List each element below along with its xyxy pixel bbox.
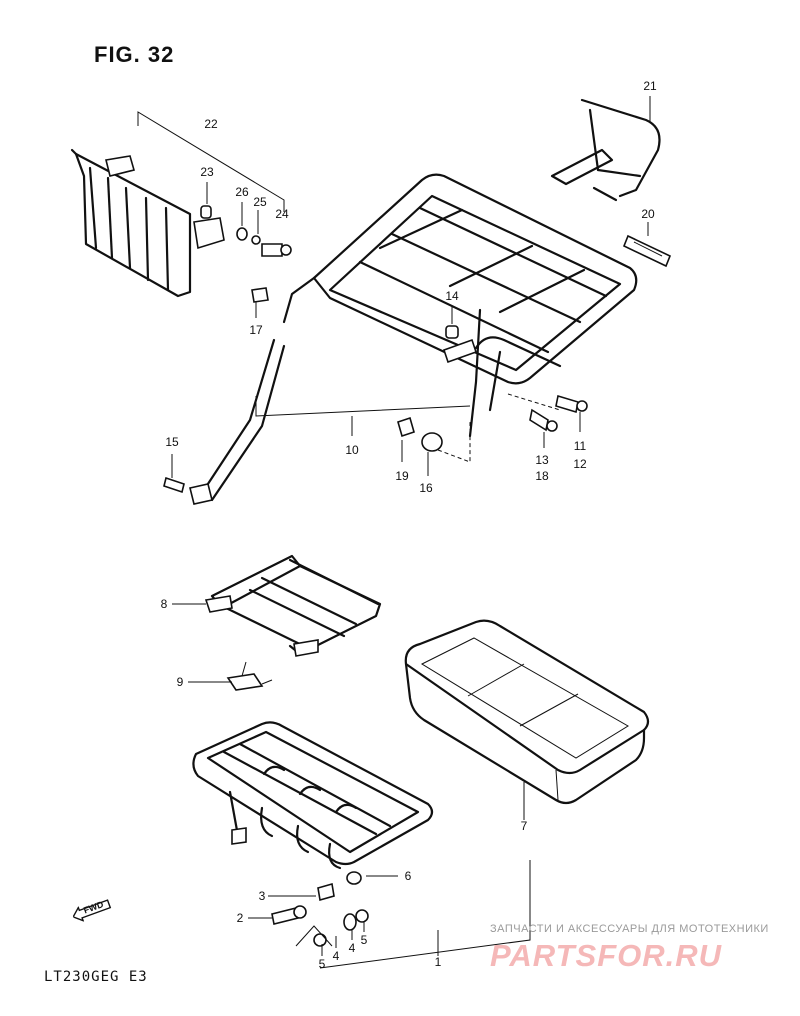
fwd-arrow-icon: FWD: [70, 896, 113, 925]
callout-5b: 5: [360, 933, 368, 947]
callout-22: 22: [204, 117, 218, 131]
callout-3: 3: [258, 889, 266, 903]
figure-title: FIG. 32: [94, 42, 175, 67]
mount-frame-8: [204, 554, 382, 657]
callout-20: 20: [641, 207, 655, 221]
front-carrier-1: [192, 721, 434, 870]
callout-21: 21: [643, 79, 657, 93]
callout-4b: 4: [348, 941, 356, 955]
watermark-tagline: ЗАПЧАСТИ И АКСЕССУАРЫ ДЛЯ МОТОТЕХНИКИ: [490, 923, 769, 935]
callout-13: 13: [535, 453, 549, 467]
callout-17: 17: [249, 323, 263, 337]
callout-14: 14: [445, 289, 459, 303]
watermark-brand: PARTSFOR.RU: [490, 938, 723, 973]
callout-25: 25: [253, 195, 267, 209]
hardware-19-16: [397, 416, 443, 452]
callout-23: 23: [200, 165, 214, 179]
hardware-23-26: [200, 205, 292, 257]
leader-lines: [137, 96, 651, 969]
callout-10: 10: [345, 443, 359, 457]
bolts-11-13: [529, 394, 588, 432]
callout-9: 9: [176, 675, 184, 689]
callout-5a: 5: [318, 957, 326, 971]
callout-16: 16: [419, 481, 433, 495]
callout-12: 12: [573, 457, 587, 471]
clamp-9: [226, 661, 273, 691]
callout-18: 18: [535, 469, 549, 483]
storage-box-7: [404, 619, 650, 805]
nut-14: [445, 325, 459, 339]
callout-19: 19: [395, 469, 409, 483]
hardware-2-6: [271, 871, 369, 947]
front-guard-22: [70, 148, 225, 298]
side-stay: [189, 287, 286, 505]
callout-1: 1: [434, 955, 442, 969]
callout-8: 8: [160, 597, 168, 611]
bolt-15: [163, 476, 185, 494]
rear-handle-21: [550, 98, 661, 202]
callout-11: 11: [573, 439, 587, 453]
callout-15: 15: [165, 435, 179, 449]
rear-carrier-10: [282, 173, 638, 438]
callout-2: 2: [236, 911, 244, 925]
callout-6: 6: [404, 869, 412, 883]
model-code: LT230GEG E3: [44, 969, 148, 985]
label-plate-20: [622, 234, 672, 268]
callout-26: 26: [235, 185, 249, 199]
callout-24: 24: [275, 207, 289, 221]
callout-7: 7: [520, 819, 528, 833]
callout-4a: 4: [332, 949, 340, 963]
